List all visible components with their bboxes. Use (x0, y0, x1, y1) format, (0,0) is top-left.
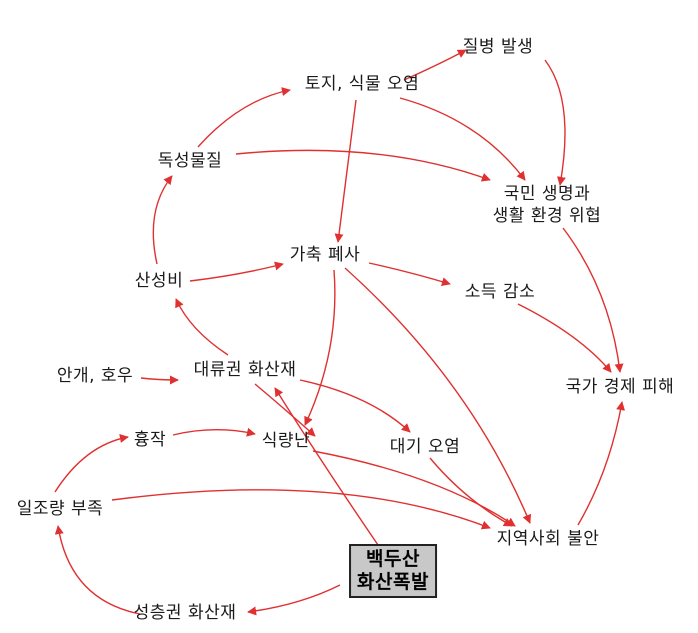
edge-eruption-to-tropo (274, 387, 379, 546)
node-toxic-substance: 독성물질 (157, 151, 223, 171)
edge-sunlight-to-community (111, 489, 491, 530)
node-income-decrease: 소득 감소 (464, 282, 536, 302)
node-acid-rain: 산성비 (134, 271, 184, 291)
edge-soil-to-life (399, 97, 526, 181)
node-community-unrest: 지역사회 불안 (496, 529, 600, 549)
edge-crop-to-food (172, 427, 256, 437)
edge-strato-to-sunlight (54, 525, 141, 615)
node-disease: 질병 발생 (462, 37, 534, 57)
edge-air-to-community (429, 457, 513, 527)
edge-livestock-to-food (304, 269, 336, 426)
node-life-threat: 국민 생명과 생활 환경 위협 (493, 183, 602, 227)
edge-food-to-community (312, 450, 516, 527)
edge-life-to-economy (562, 227, 624, 373)
node-sunlight-shortage: 일조량 부족 (16, 499, 104, 519)
node-life-threat-line1: 국민 생명과 (503, 184, 591, 204)
node-food-shortage: 식량난 (261, 431, 311, 451)
edge-livestock-to-community (344, 267, 532, 524)
node-fog-rain: 안개, 호우 (56, 366, 134, 386)
node-baekdu-eruption: 백두산 화산폭발 (349, 544, 437, 598)
edge-livestock-to-income (368, 262, 451, 286)
node-baekdu-eruption-line2: 화산폭발 (357, 571, 429, 593)
edge-acid-to-livestock (189, 261, 284, 282)
node-air-pollution: 대기 오염 (389, 437, 461, 457)
edge-toxic-to-life (235, 149, 491, 182)
node-economic-damage: 국가 경제 피해 (565, 377, 675, 397)
edge-disease-to-life (544, 59, 566, 186)
edge-soil-to-disease (403, 49, 467, 81)
edge-toxic-to-soil (197, 87, 291, 148)
edge-tropo-to-acid (175, 298, 229, 356)
edge-soil-to-livestock (334, 99, 357, 243)
edge-fog-to-tropo (140, 375, 179, 385)
edge-income-to-economy (517, 303, 612, 373)
node-life-threat-line2: 생활 환경 위협 (492, 206, 602, 226)
edge-eruption-to-strato (247, 584, 341, 616)
edge-sunlight-to-crop (54, 434, 129, 493)
edge-acid-to-toxic (152, 175, 173, 265)
node-troposphere-ash: 대류권 화산재 (193, 360, 297, 380)
node-soil-plant-pollution: 토지, 식물 오염 (304, 74, 420, 94)
node-baekdu-eruption-line1: 백두산 (366, 548, 420, 570)
edge-community-to-economy (577, 401, 626, 526)
node-livestock-death: 가축 폐사 (289, 245, 361, 265)
node-bad-harvest: 흉작 (133, 430, 167, 450)
edge-tropo-to-air (299, 379, 411, 433)
node-stratosphere-ash: 성층권 화산재 (133, 603, 237, 623)
edge-tropo-to-food (254, 383, 316, 437)
